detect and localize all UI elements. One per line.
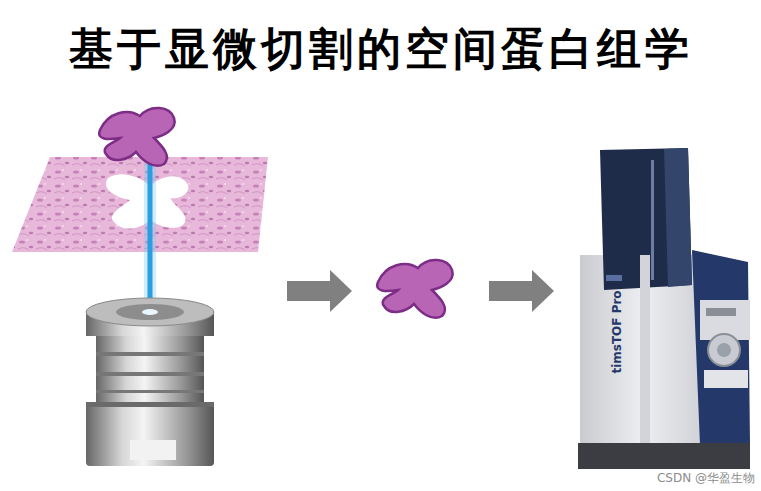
instrument-base	[578, 443, 750, 469]
instrument-side	[692, 250, 750, 445]
objective-lens	[86, 298, 214, 466]
instrument-label: timsTOF Pro	[610, 290, 624, 373]
lens-groove	[96, 390, 204, 393]
flow-arrow	[287, 270, 352, 312]
mass-spectrometer	[578, 148, 750, 469]
logo-mark	[606, 275, 622, 281]
lens-groove	[96, 372, 204, 376]
instrument-port	[704, 370, 748, 388]
diagram-title: 基于显微切割的空间蛋白组学	[0, 20, 761, 79]
lens-base	[86, 402, 214, 466]
flow-arrow	[489, 270, 554, 312]
tower-side	[664, 148, 692, 287]
lens-aperture	[142, 309, 158, 315]
lens-edge	[86, 402, 214, 407]
front-seam	[640, 255, 650, 445]
lens-glass	[116, 304, 184, 320]
source-window	[717, 343, 731, 357]
excised-tissue	[99, 108, 174, 166]
module-slot	[706, 308, 736, 316]
tower-slot	[651, 160, 654, 280]
tissue-slide	[12, 157, 268, 252]
lens-plate	[130, 440, 176, 460]
watermark: CSDN @华盈生物	[657, 470, 755, 487]
isolated-tissue	[377, 260, 452, 318]
slide-surface	[12, 157, 268, 252]
lens-groove	[96, 352, 204, 356]
lens-top	[86, 298, 214, 326]
lens-body	[96, 336, 204, 402]
ion-source	[708, 334, 740, 366]
